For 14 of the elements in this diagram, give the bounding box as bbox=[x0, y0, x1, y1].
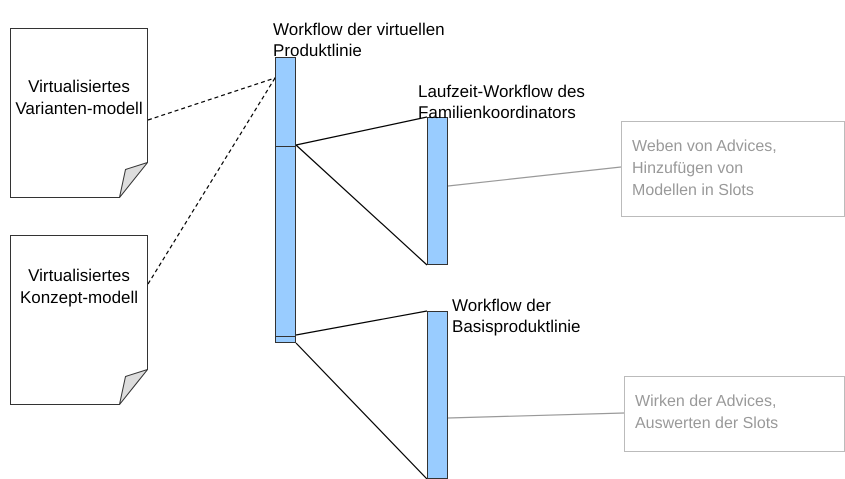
note-box: Weben von Advices, Hinzufügen von Modellen in Slots bbox=[621, 121, 845, 217]
connector-line bbox=[296, 310, 428, 336]
connector-line bbox=[296, 116, 428, 146]
dashed-connector bbox=[148, 77, 276, 121]
note-box: Wirken der Advices, Auswerten der Slots bbox=[624, 376, 845, 452]
workflow-heading: Workflow der Basisproduktlinie bbox=[452, 295, 582, 337]
workflow-heading: Workflow der virtuellen Produktlinie bbox=[273, 19, 446, 61]
dashed-connector bbox=[147, 78, 276, 284]
document-label: Virtualisiertes Konzept-modell bbox=[18, 265, 140, 309]
document-label: Virtualisiertes Varianten-modell bbox=[14, 76, 144, 120]
connector-line bbox=[296, 144, 428, 266]
workflow-heading: Laufzeit-Workflow des Familienkoordinators bbox=[418, 81, 586, 123]
connector-line bbox=[448, 166, 622, 187]
connector-line bbox=[448, 412, 624, 419]
